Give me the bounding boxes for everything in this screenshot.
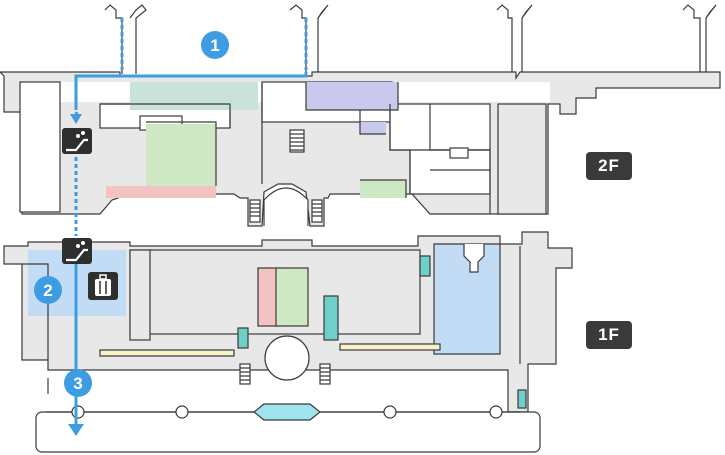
- counter-left: [99, 349, 235, 357]
- kiosk-cyan-4: [517, 389, 527, 409]
- shop-area-teal: [130, 82, 258, 110]
- kiosk-cyan-2: [323, 295, 339, 341]
- escalator-icon: [62, 128, 92, 154]
- shop-area-green-small: [360, 180, 406, 198]
- curbside: [35, 403, 541, 453]
- route-path: [74, 18, 308, 428]
- escalator-icon: [62, 238, 92, 264]
- kiosk-cyan-1: [237, 327, 249, 349]
- shop-area-purple-small: [360, 122, 386, 134]
- shop-area-green-1f: [275, 267, 309, 327]
- floor-badge-2f: 2F: [586, 152, 632, 180]
- route-step-2: 2: [34, 276, 62, 304]
- shop-area-green-2f: [146, 124, 216, 186]
- shop-area-purple-2f: [306, 82, 398, 110]
- kiosk-cyan-3: [419, 255, 431, 277]
- area-blue-right: [433, 243, 501, 355]
- counter-right: [339, 343, 441, 351]
- route-step-3-number: 3: [73, 374, 82, 393]
- stairs-2f: [249, 129, 469, 223]
- floor-badge-1f: 1F: [586, 321, 632, 349]
- route-step-1: 1: [201, 31, 229, 59]
- route-step-3: 3: [64, 369, 92, 397]
- stairs-1f: [239, 363, 331, 385]
- shop-area-pink-2f: [106, 186, 216, 198]
- crosswalk-hex: [253, 403, 321, 421]
- route-arrow-2f: [70, 114, 82, 124]
- atrium-circle: [264, 335, 310, 381]
- route-step-1-number: 1: [210, 36, 219, 55]
- floor-2f-plan: [0, 4, 721, 227]
- luggage-icon: [88, 272, 118, 300]
- boarding-bridges-2f: [104, 4, 717, 74]
- route-step-2-number: 2: [43, 281, 52, 300]
- route-arrow-exit: [68, 424, 84, 436]
- atrium-arch: [263, 187, 309, 226]
